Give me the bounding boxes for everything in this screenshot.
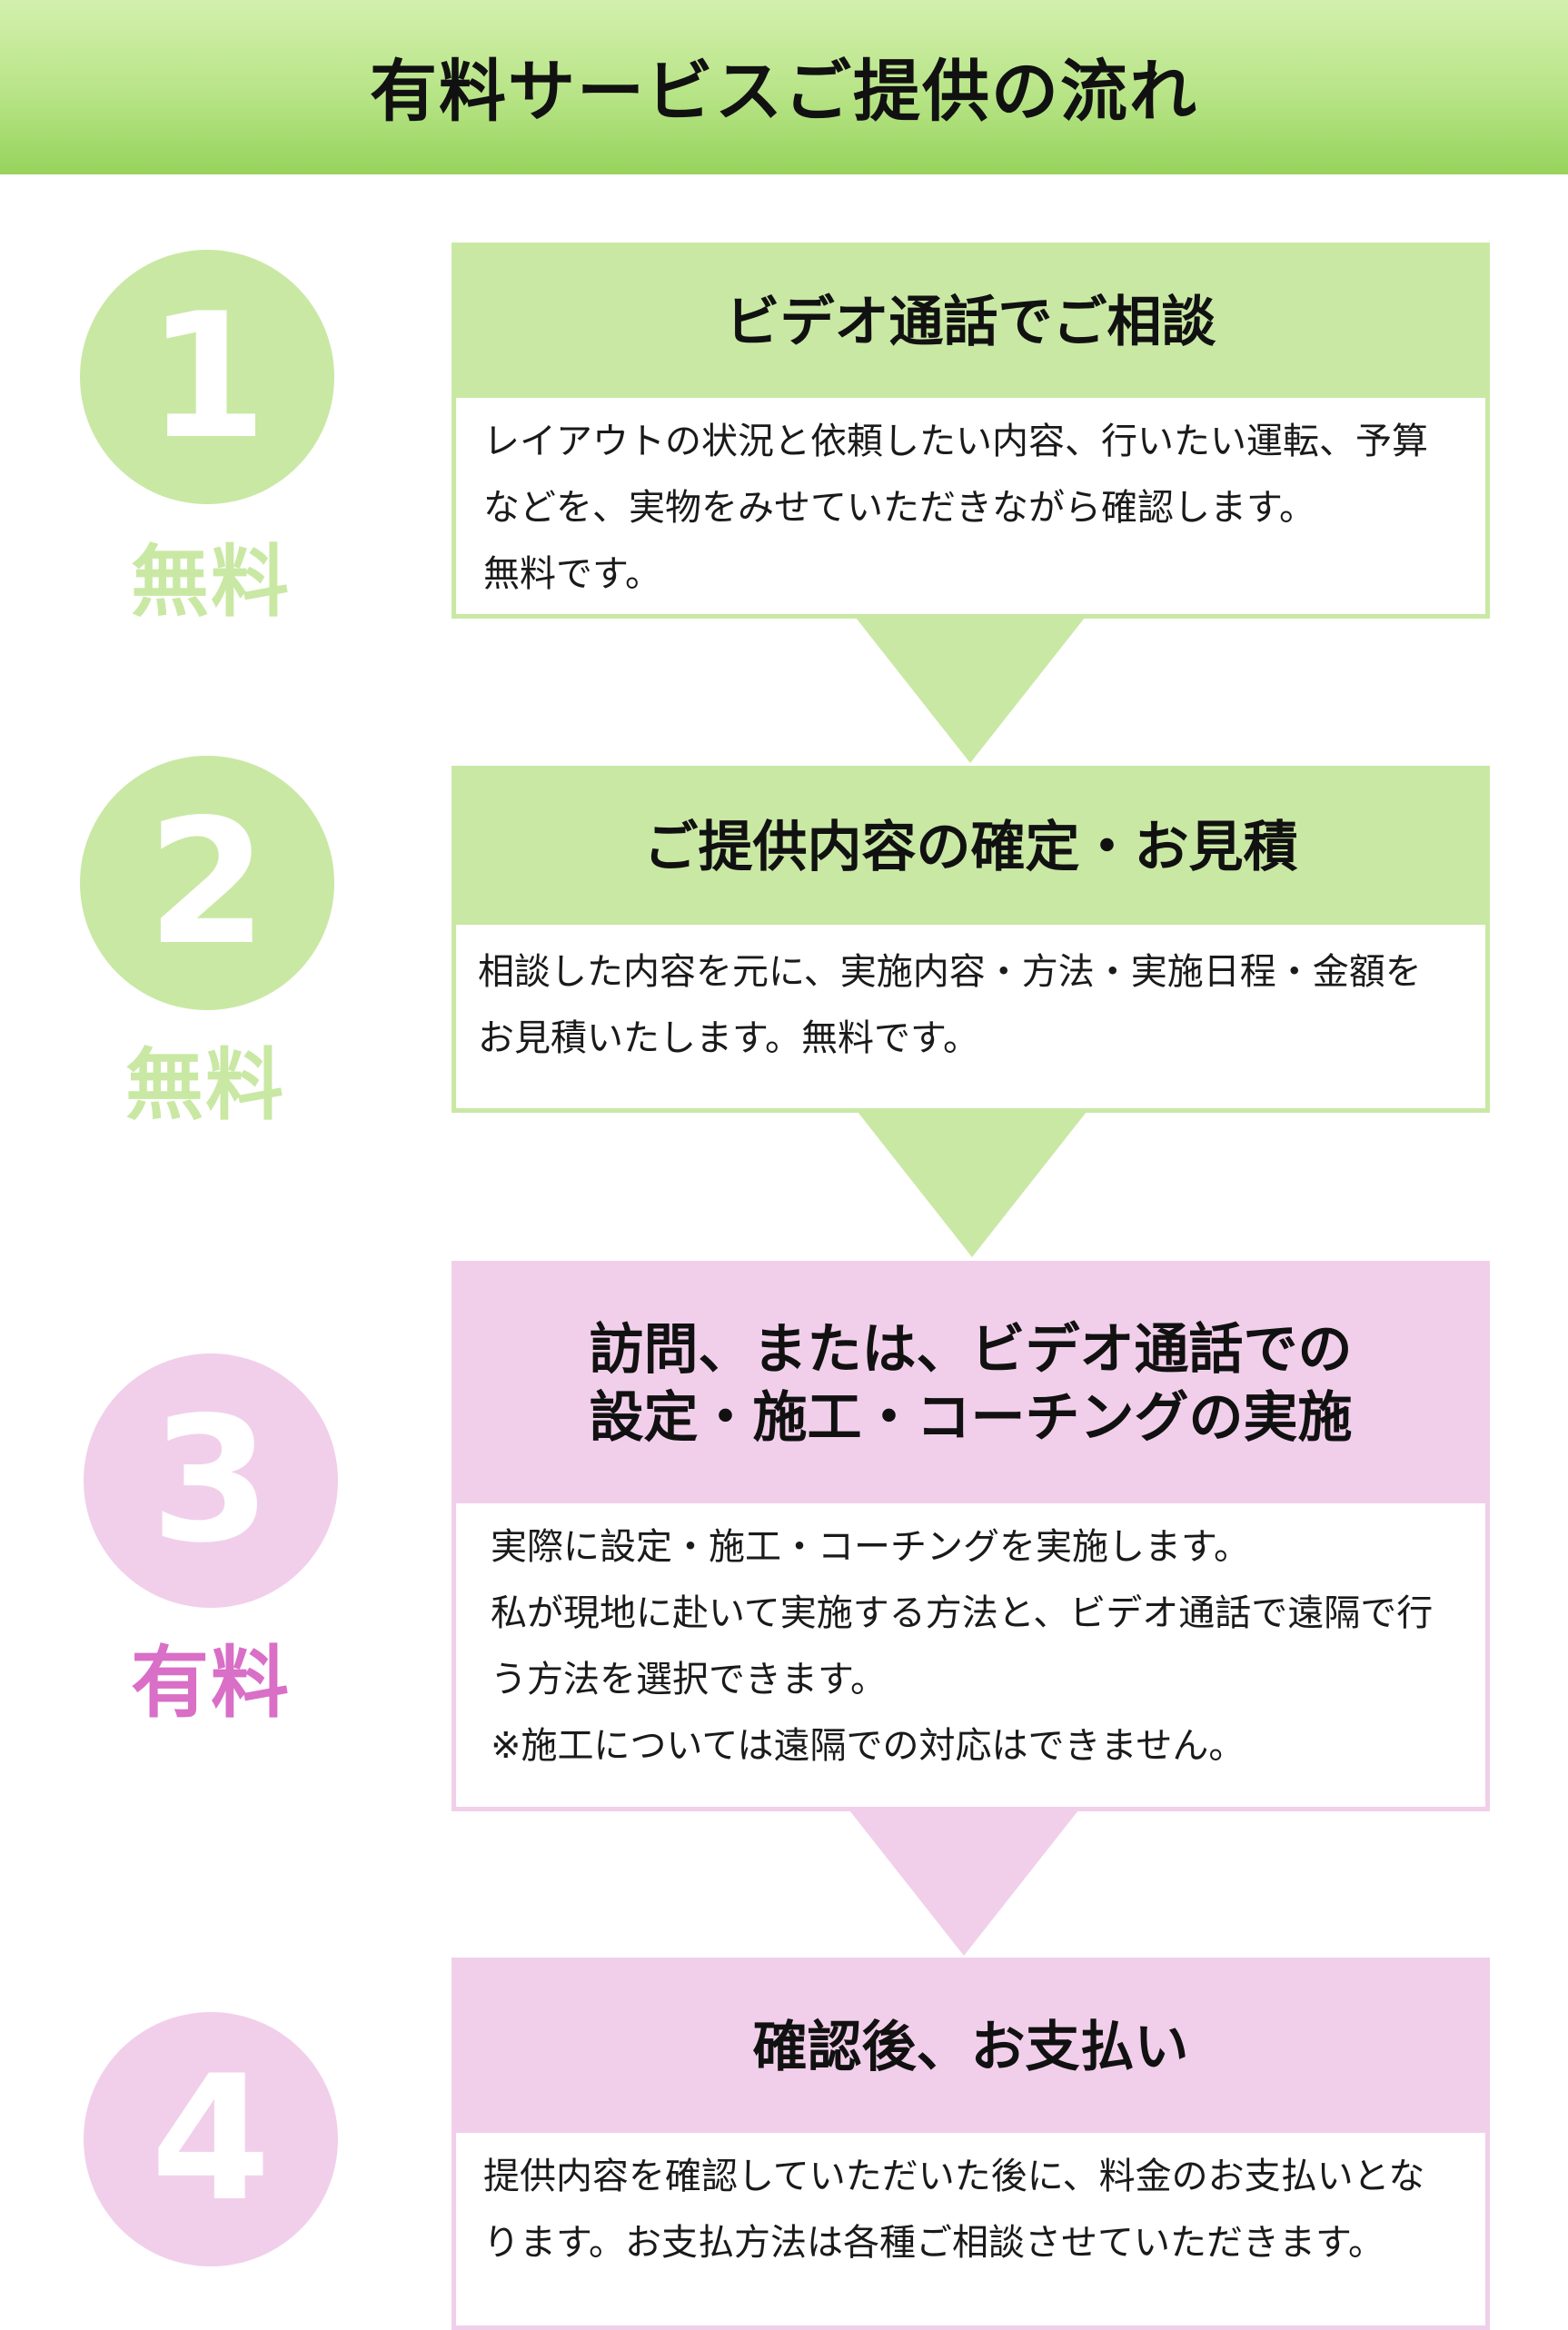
- page-title: 有料サービスご提供の流れ: [370, 52, 1198, 131]
- step-1-number: 1: [146, 276, 268, 477]
- step-4-description: 提供内容を確認していただいた後に、料金のお支払いとな ります。お支払方法は各種ご…: [483, 2156, 1425, 2264]
- step-3-down-arrow: [849, 1810, 1078, 1956]
- step-3-title: 訪問、または、ビデオ通話での 設定・施工・コーチングの実施: [456, 1265, 1485, 1503]
- step-3-paid-badge: 有料: [131, 1638, 291, 1729]
- step-3-card: 訪問、または、ビデオ通話での 設定・施工・コーチングの実施 実際に設定・施工・コ…: [452, 1261, 1490, 1811]
- step-4-number-circle: 4: [84, 2012, 338, 2266]
- step-1-title: ビデオ通話でご相談: [456, 247, 1485, 398]
- step-2-card: ご提供内容の確定・お見積 相談した内容を元に、実施内容・方法・実施日程・金額を …: [452, 766, 1490, 1113]
- step-2-description: 相談した内容を元に、実施内容・方法・実施日程・金額を お見積いたします。無料です…: [478, 951, 1422, 1059]
- step-1-number-circle: 1: [80, 250, 334, 504]
- step-2-down-arrow: [858, 1112, 1087, 1257]
- step-2-number-circle: 2: [80, 756, 334, 1010]
- step-1-description: レイアウトの状況と依頼したい内容、行いたい運転、予算 などを、実物をみせていただ…: [483, 421, 1428, 595]
- step-3-description: 実際に設定・施工・コーチングを実施します。 私が現地に赴いて実施する方法と、ビデ…: [491, 1526, 1434, 1767]
- step-4-card: 確認後、お支払い 提供内容を確認していただいた後に、料金のお支払いとな ります。…: [452, 1958, 1490, 2330]
- step-2-title: ご提供内容の確定・お見積: [456, 770, 1485, 925]
- step-1-free-badge: 無料: [131, 537, 291, 628]
- step-1-card: ビデオ通話でご相談 レイアウトの状況と依頼したい内容、行いたい運転、予算 などを…: [452, 243, 1490, 619]
- step-3-number-circle: 3: [84, 1353, 338, 1608]
- page-header: 有料サービスご提供の流れ: [0, 0, 1568, 174]
- step-1-down-arrow: [856, 618, 1085, 763]
- step-4-title: 確認後、お支払い: [456, 1962, 1485, 2133]
- step-4-number: 4: [150, 2038, 272, 2239]
- step-2-free-badge: 無料: [125, 1040, 285, 1131]
- step-3-number: 3: [150, 1380, 272, 1581]
- step-2-number: 2: [146, 782, 268, 983]
